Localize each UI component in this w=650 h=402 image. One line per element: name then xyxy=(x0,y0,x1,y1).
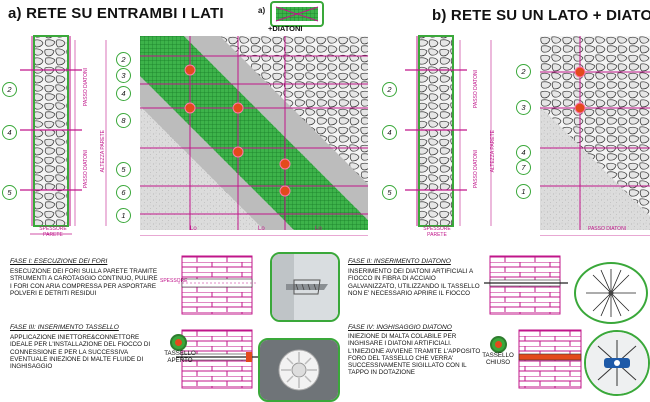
marker-a-4: 8 xyxy=(116,113,131,128)
label-lo-a3: Lo xyxy=(315,226,322,232)
marker-b-3: 4 xyxy=(516,145,531,160)
phase-4-text: INIEZIONE DI MALTA COLABILE PER INGHISAR… xyxy=(348,333,481,377)
marker-left-3: 5 xyxy=(2,185,17,200)
marker-a-3: 4 xyxy=(116,86,131,101)
marker-b-5: 1 xyxy=(516,184,531,199)
label-passo-diatoni-a1: PASSO DIATONI xyxy=(83,68,89,107)
label-passo-diatoni-b1: PASSO DIATONI xyxy=(473,70,479,109)
legend-letter: a) xyxy=(258,6,266,15)
tassello-aperto-icon xyxy=(170,334,187,351)
phase-1-drawing xyxy=(178,255,256,315)
marker-a-2: 3 xyxy=(116,68,131,83)
phase-2-text: INSERIMENTO DEI DIATONI ARTIFICIALI A FI… xyxy=(348,268,480,297)
marker-left-2: 4 xyxy=(2,125,17,140)
marker-left-1: 2 xyxy=(2,82,17,97)
label-spessore-parete-b: SPESSORE PARETE xyxy=(423,226,451,238)
marker-right-3: 5 xyxy=(382,185,397,200)
tassello-aperto-label: TASSELLO APERTO xyxy=(164,350,196,364)
bubble-inghisaggio xyxy=(584,330,650,396)
tassello-chiuso-label: TASSELLO CHIUSO xyxy=(482,352,514,366)
wall-section-a xyxy=(20,35,107,235)
marker-right-2: 4 xyxy=(382,125,397,140)
label-passo-diatoni-b3: PASSO DIATONI xyxy=(588,226,627,232)
elevation-a xyxy=(140,36,368,236)
title-rete-entrambi-lati: a) RETE SU ENTRAMBI I LATI xyxy=(8,5,224,22)
marker-a-1: 2 xyxy=(116,52,131,67)
label-altezza-parete-b: ALTEZZA PARETE xyxy=(490,130,496,173)
marker-b-2: 3 xyxy=(516,100,531,115)
legend-mesh-swatch xyxy=(270,1,324,27)
marker-b-4: 7 xyxy=(516,160,531,175)
photo-tassello xyxy=(258,338,340,402)
marker-a-6: 6 xyxy=(116,185,131,200)
phase-3-title: FASE III: INSERIMENTO TASSELLO xyxy=(10,324,119,331)
phase-2-drawing xyxy=(484,255,568,315)
phase-2-title: FASE II: INSERIMENTO DIATONO xyxy=(348,258,451,265)
photo-drill-anchor xyxy=(270,252,340,322)
legend-label: +DIATONI xyxy=(268,24,303,33)
label-spessore-1: SPESSORE xyxy=(160,278,188,284)
elevation-b xyxy=(540,36,650,236)
label-lo-a2: Lo xyxy=(258,226,265,232)
title-rete-un-lato: b) RETE SU UN LATO + DIATONI xyxy=(432,7,650,24)
label-passo-diatoni-a2: PASSO DIATONI xyxy=(83,150,89,189)
label-passo-diatoni-b2: PASSO DIATONI xyxy=(473,150,479,189)
label-altezza-parete-a: ALTEZZA PARETE xyxy=(100,130,106,173)
wall-section-b xyxy=(405,35,492,227)
tassello-chiuso-icon xyxy=(490,336,507,353)
bubble-fiocco xyxy=(574,262,648,324)
phase-4-drawing xyxy=(518,329,582,389)
phase-1-title: FASE I: ESECUZIONE DEI FORI xyxy=(10,258,108,265)
phase-1-text: ESECUZIONE DEI FORI SULLA PARETE TRAMITE… xyxy=(10,268,158,297)
phase-4-title: FASE IV: INGHISAGGIO DIATONO xyxy=(348,324,452,331)
label-lo-a1: Lo xyxy=(190,226,197,232)
marker-a-5: 5 xyxy=(116,162,131,177)
label-spessore-parete-a: SPESSORE PARETE xyxy=(39,226,67,238)
marker-right-1: 2 xyxy=(382,82,397,97)
phase-3-drawing xyxy=(176,329,260,389)
phase-3-text: APPLICAZIONE INIETTORE&CONNETTORE IDEALE… xyxy=(10,334,151,371)
marker-b-1: 2 xyxy=(516,64,531,79)
marker-a-7: 1 xyxy=(116,208,131,223)
